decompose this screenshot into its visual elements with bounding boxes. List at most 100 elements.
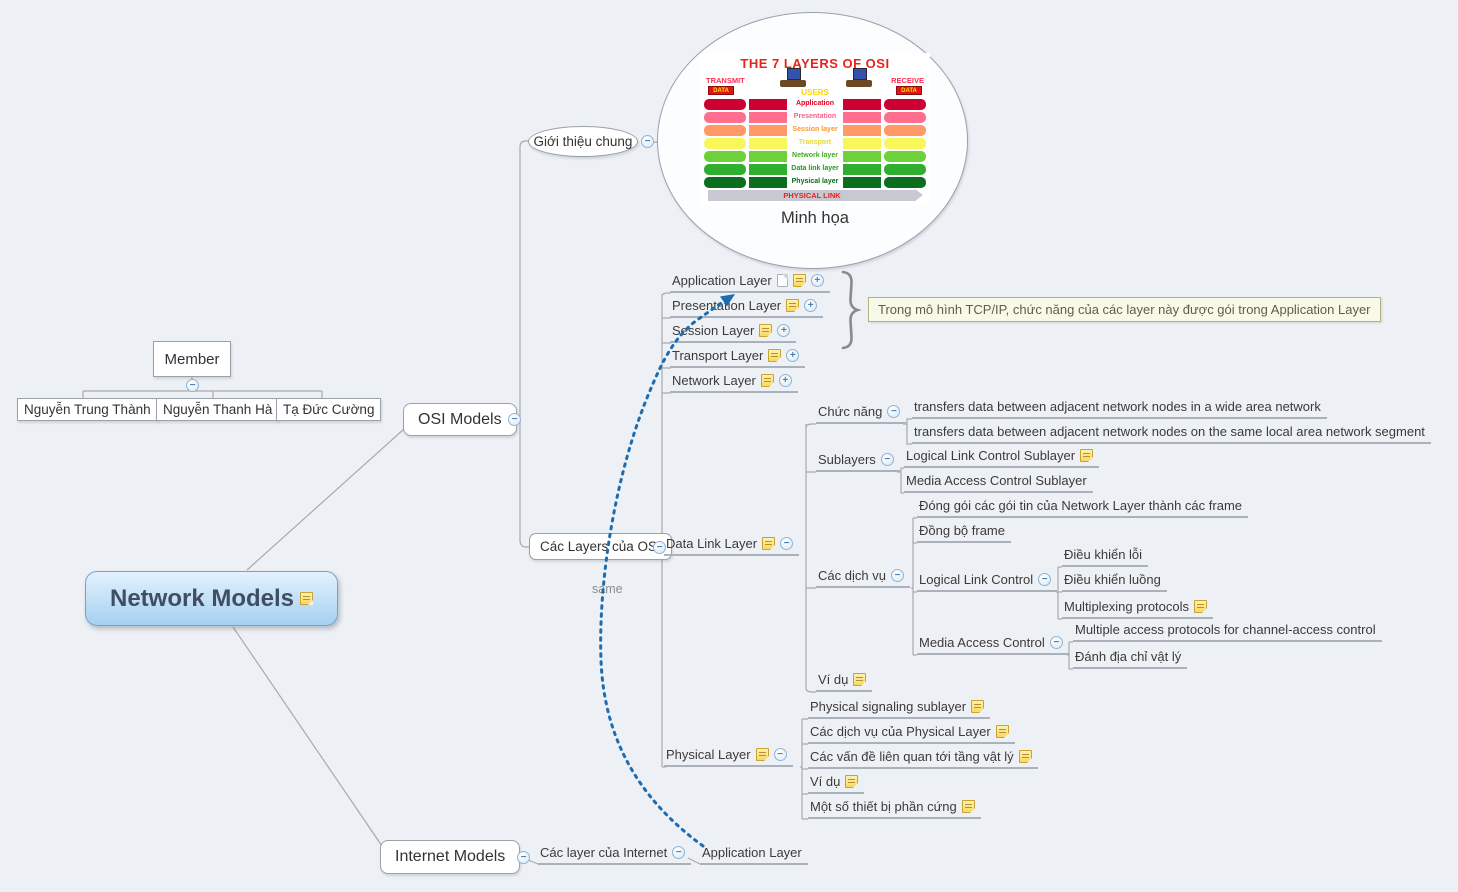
arrow-bar	[704, 138, 746, 149]
expand-icon[interactable]: +	[778, 374, 792, 387]
note-icon[interactable]	[1194, 600, 1208, 613]
topic-member[interactable]: Member	[153, 341, 231, 377]
topic-osi-models[interactable]: OSI Models	[403, 403, 517, 436]
note-icon[interactable]	[995, 725, 1009, 738]
illustration-caption: Minh họa	[781, 209, 849, 227]
note-icon[interactable]	[971, 700, 985, 713]
callout-tcpip-note[interactable]: Trong mô hình TCP/IP, chức năng của các …	[868, 297, 1381, 322]
topic-member-1[interactable]: Nguyễn Trung Thành	[17, 398, 158, 421]
note-icon[interactable]	[1018, 750, 1032, 763]
note-icon[interactable]	[1080, 449, 1094, 462]
topic-application-layer-internet[interactable]: Application Layer	[700, 844, 808, 865]
topic-label: Đánh địa chỉ vật lý	[1075, 649, 1182, 664]
collapse-icon[interactable]: −	[517, 851, 530, 864]
collapse-icon[interactable]: −	[641, 135, 654, 148]
topic-session-layer[interactable]: Session Layer +	[670, 322, 797, 343]
topic-label: Ví dụ	[810, 774, 841, 789]
topic-application-layer[interactable]: Application Layer +	[670, 272, 830, 293]
topic-transfers-lan[interactable]: transfers data between adjacent network …	[912, 423, 1431, 444]
note-icon[interactable]	[768, 349, 782, 362]
topic-label: Các layer của Internet	[540, 845, 668, 860]
topic-label: Network Models	[109, 584, 295, 612]
osi-layer-row: Presentation layer	[704, 112, 926, 123]
data-tag-right: DATA	[896, 86, 922, 95]
topic-gioi-thieu-chung[interactable]: Giới thiệu chung	[528, 126, 638, 157]
layer-label: Data link layer	[791, 165, 839, 172]
note-icon[interactable]	[755, 748, 769, 761]
topic-dong-bo-frame[interactable]: Đồng bộ frame	[917, 522, 1011, 543]
topic-thiet-bi-phan-cung[interactable]: Một số thiết bị phần cứng	[808, 798, 981, 819]
collapse-icon[interactable]: −	[508, 413, 521, 426]
topic-vi-du-physical[interactable]: Ví dụ	[808, 773, 865, 794]
topic-presentation-layer[interactable]: Presentation Layer +	[670, 297, 824, 318]
note-icon[interactable]	[300, 592, 314, 605]
topic-van-de-tang-vat-ly[interactable]: Các vấn đề liên quan tới tầng vật lý	[808, 748, 1038, 769]
transmit-label: TRANSMIT	[706, 76, 745, 85]
topic-label: Internet Models	[395, 848, 506, 865]
layer-bar	[749, 164, 787, 175]
topic-danh-dia-chi-vat-ly[interactable]: Đánh địa chỉ vật lý	[1073, 648, 1188, 669]
collapse-icon[interactable]: −	[672, 846, 686, 859]
collapse-icon[interactable]: −	[1049, 636, 1063, 649]
note-icon[interactable]	[853, 673, 867, 686]
topic-llc-sublayer[interactable]: Logical Link Control Sublayer	[904, 447, 1100, 468]
topic-dieu-khien-loi[interactable]: Điều khiển lỗi	[1062, 546, 1149, 567]
topic-cac-layer-cua-internet[interactable]: Các layer của Internet −	[538, 844, 692, 865]
arrow-bar	[704, 112, 746, 123]
topic-internet-models[interactable]: Internet Models	[380, 840, 521, 874]
topic-label: transfers data between adjacent network …	[914, 424, 1425, 439]
expand-icon[interactable]: +	[786, 349, 800, 362]
layer-label: Application layer	[795, 100, 835, 107]
attachment-icon[interactable]	[776, 274, 788, 287]
collapse-icon[interactable]: −	[890, 569, 904, 582]
collapse-icon[interactable]: −	[1038, 573, 1052, 586]
arrow-bar	[704, 177, 746, 188]
note-icon[interactable]	[786, 299, 800, 312]
topic-label: Đóng gói các gói tin của Network Layer t…	[919, 498, 1243, 513]
topic-cac-layers-cua-osi[interactable]: Các Layers của OSI	[529, 533, 672, 560]
osi-layer-row: Application layer	[704, 99, 926, 110]
topic-physical-signaling-sublayer[interactable]: Physical signaling sublayer	[808, 698, 991, 719]
topic-dich-vu-physical-layer[interactable]: Các dịch vụ của Physical Layer	[808, 723, 1015, 744]
topic-media-access-control[interactable]: Media Access Control −	[917, 634, 1069, 655]
topic-multiplexing-protocols[interactable]: Multiplexing protocols	[1062, 598, 1214, 619]
topic-network-models[interactable]: Network Models	[85, 571, 338, 626]
topic-label: Các vấn đề liên quan tới tầng vật lý	[810, 749, 1014, 764]
note-icon[interactable]	[845, 775, 859, 788]
topic-network-layer[interactable]: Network Layer +	[670, 372, 798, 393]
relationship-label-same[interactable]: same	[592, 582, 623, 596]
topic-cac-dich-vu[interactable]: Các dịch vụ −	[816, 567, 910, 588]
expand-icon[interactable]: +	[810, 274, 824, 287]
topic-chuc-nang[interactable]: Chức năng −	[816, 403, 907, 424]
expand-icon[interactable]: +	[777, 324, 791, 337]
note-icon[interactable]	[760, 374, 774, 387]
topic-member-2[interactable]: Nguyễn Thanh Hà	[156, 398, 280, 421]
collapse-icon[interactable]: −	[880, 453, 894, 466]
topic-mac-sublayer[interactable]: Media Access Control Sublayer	[904, 472, 1093, 493]
topic-member-3[interactable]: Tạ Đức Cường	[276, 398, 382, 421]
collapse-icon[interactable]: −	[186, 379, 199, 392]
topic-vi-du-data-link[interactable]: Ví dụ	[816, 671, 873, 692]
topic-label: Member	[164, 350, 220, 368]
collapse-icon[interactable]: −	[780, 537, 794, 550]
collapse-icon[interactable]: −	[887, 405, 901, 418]
topic-multiple-access-protocols[interactable]: Multiple access protocols for channel-ac…	[1073, 621, 1382, 642]
note-icon[interactable]	[759, 324, 773, 337]
topic-sublayers[interactable]: Sublayers −	[816, 451, 900, 472]
topic-label: Giới thiệu chung	[533, 134, 633, 149]
topic-logical-link-control[interactable]: Logical Link Control −	[917, 571, 1058, 592]
note-icon[interactable]	[961, 800, 975, 813]
topic-transfers-wan[interactable]: transfers data between adjacent network …	[912, 398, 1327, 419]
collapse-icon[interactable]: −	[773, 748, 787, 761]
topic-dieu-khien-luong[interactable]: Điều khiển luồng	[1062, 571, 1167, 592]
topic-transport-layer[interactable]: Transport Layer +	[670, 347, 806, 368]
topic-data-link-layer[interactable]: Data Link Layer −	[664, 535, 800, 556]
topic-label: Một số thiết bị phần cứng	[810, 799, 957, 814]
note-icon[interactable]	[762, 537, 776, 550]
layer-bar	[749, 177, 787, 188]
note-icon[interactable]	[792, 274, 806, 287]
topic-physical-layer[interactable]: Physical Layer −	[664, 746, 793, 767]
expand-icon[interactable]: +	[804, 299, 818, 312]
topic-dong-goi-frame[interactable]: Đóng gói các gói tin của Network Layer t…	[917, 497, 1249, 518]
